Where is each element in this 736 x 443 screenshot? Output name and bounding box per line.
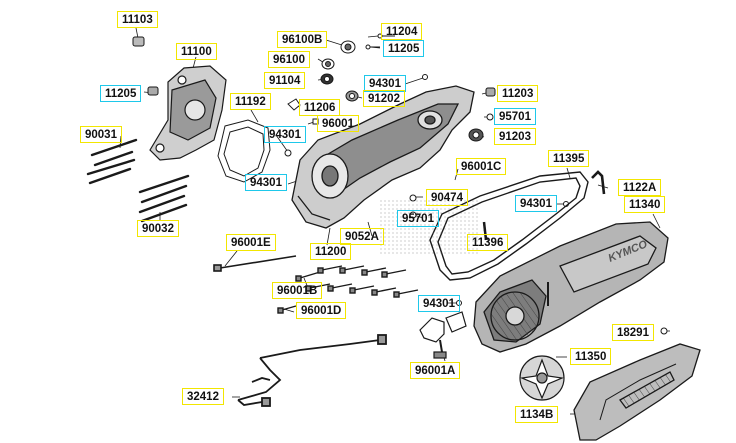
part-label-11395: 11395 (548, 150, 590, 167)
part-label-11100: 11100 (176, 43, 217, 60)
part-label-96001A: 96001A (410, 362, 461, 379)
part-label-91104: 91104 (264, 72, 306, 89)
crankcase-gasket (217, 119, 271, 183)
hose-clamps (419, 311, 467, 359)
part-label-96001E: 96001E (226, 234, 276, 251)
part-label-90031: 90031 (80, 126, 122, 143)
part-label-11203: 11203 (497, 85, 539, 102)
part-label-94301-top: 94301 (364, 75, 406, 92)
part-label-94301-left: 94301 (245, 174, 287, 191)
part-label-11396: 11396 (467, 234, 509, 251)
part-label-95701-right: 95701 (494, 108, 536, 125)
part-label-90474: 90474 (426, 189, 468, 206)
crankcase-cover (473, 221, 669, 353)
part-label-11204: 11204 (381, 23, 423, 40)
part-label-11340: 11340 (624, 196, 666, 213)
sensor-cable (237, 334, 387, 407)
part-label-11103: 11103 (117, 11, 158, 28)
part-label-96100B: 96100B (277, 31, 328, 48)
part-label-94301-right: 94301 (515, 195, 557, 212)
part-label-32412: 32412 (182, 388, 224, 405)
part-label-1122A: 1122A (618, 179, 662, 196)
bolt-row (277, 265, 419, 314)
part-label-1134B: 1134B (515, 406, 559, 423)
right-crankcase-half (291, 85, 475, 229)
part-label-11205-top: 11205 (383, 40, 425, 57)
long-bolt (213, 255, 297, 272)
part-label-9052A: 9052A (340, 228, 384, 245)
part-label-91203: 91203 (494, 128, 536, 145)
dowel-pin (482, 221, 488, 241)
drain-hose (591, 170, 606, 195)
fan-cover (519, 355, 565, 401)
part-label-11200: 11200 (310, 243, 352, 260)
outer-cover (573, 343, 701, 441)
part-label-96001C: 96001C (456, 158, 507, 175)
part-label-96100: 96100 (268, 51, 310, 68)
part-label-18291: 18291 (612, 324, 654, 341)
part-label-96001D: 96001D (296, 302, 347, 319)
part-label-94301-mid: 94301 (264, 126, 306, 143)
part-label-11192: 11192 (230, 93, 271, 110)
part-label-95701-mid: 95701 (397, 210, 439, 227)
part-label-91202: 91202 (363, 90, 405, 107)
part-label-96001: 96001 (317, 115, 359, 132)
part-label-11350: 11350 (570, 348, 612, 365)
stud-bolts (86, 138, 190, 223)
part-label-90032: 90032 (137, 220, 179, 237)
left-crankcase-half (149, 65, 227, 161)
part-label-11206: 11206 (299, 99, 341, 116)
part-label-96001B: 96001B (272, 282, 323, 299)
dotted-hatching (380, 200, 480, 256)
part-label-94301-bottom: 94301 (418, 295, 460, 312)
part-label-11205-left: 11205 (100, 85, 142, 102)
